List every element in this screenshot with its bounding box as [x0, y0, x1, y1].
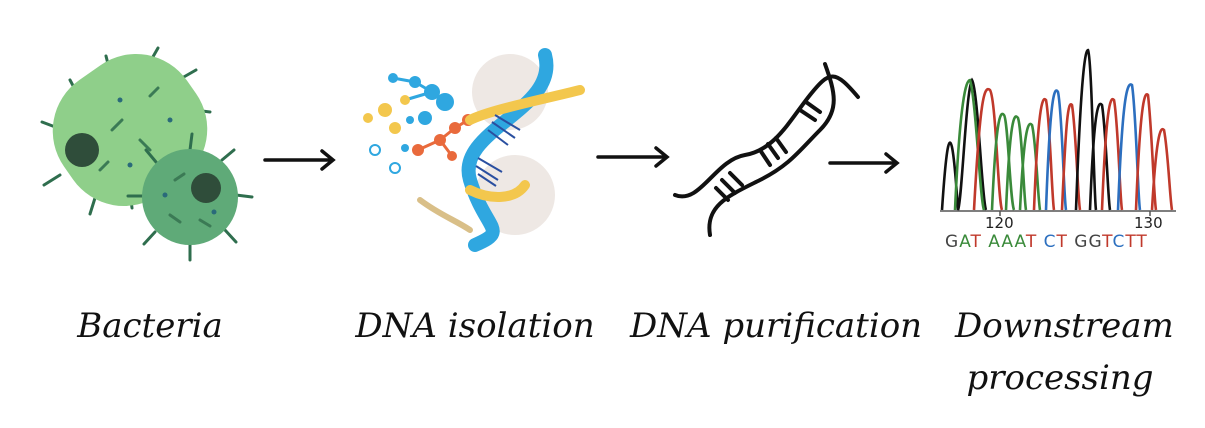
base-letter: T: [970, 232, 982, 252]
base-letter: T: [1102, 232, 1113, 252]
base-letter: G: [1088, 232, 1103, 252]
base-letter: T: [1136, 232, 1148, 252]
label-downstream-line1: Downstream: [955, 306, 1174, 346]
dna-helix-icon: [673, 62, 860, 237]
arrow-3-icon: [828, 152, 900, 174]
base-letter: A: [959, 232, 971, 252]
tick-label-130: 130: [1134, 214, 1163, 232]
base-letter: G: [1074, 232, 1089, 252]
label-dna-purification: DNA purification: [630, 306, 923, 346]
base-letter: G: [945, 232, 960, 252]
tick-label-120: 120: [985, 214, 1014, 232]
chromatogram-icon: [940, 48, 1176, 216]
base-letter: T: [1025, 232, 1038, 252]
arrow-1-icon: [263, 149, 336, 171]
label-downstream-processing: Downstream processing: [955, 300, 1174, 404]
label-dna-isolation: DNA isolation: [355, 306, 595, 346]
base-letter: C: [1043, 232, 1057, 252]
bacteria-icon: [40, 46, 254, 262]
base-letter: C: [1112, 232, 1126, 252]
label-downstream-line2: processing: [966, 358, 1154, 398]
base-letter: A: [1001, 232, 1015, 252]
base-letter: T: [1125, 232, 1137, 252]
base-letter: T: [1056, 232, 1068, 252]
base-letter: A: [1014, 232, 1026, 252]
base-letter: A: [988, 232, 1002, 252]
label-bacteria: Bacteria: [77, 306, 223, 346]
base-sequence: GAT AAAT CT GGTCTT: [945, 232, 1148, 252]
arrow-2-icon: [596, 146, 670, 168]
dna-isolation-icon: [363, 48, 585, 252]
